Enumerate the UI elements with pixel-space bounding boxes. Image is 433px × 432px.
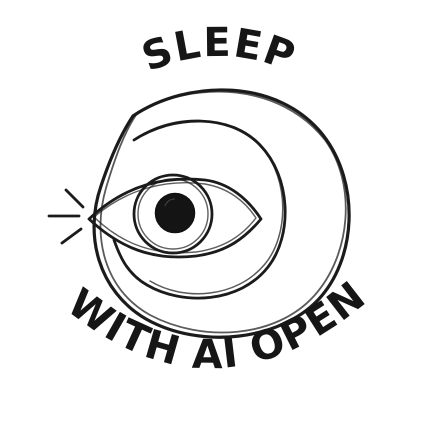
eye-icon xyxy=(87,173,263,259)
logo-top-text: SLEEP xyxy=(136,20,302,81)
flash-lines-icon xyxy=(47,188,85,245)
logo-bottom-text: WITH AI OPEN xyxy=(59,272,375,378)
crescent-moon-icon xyxy=(92,88,351,339)
